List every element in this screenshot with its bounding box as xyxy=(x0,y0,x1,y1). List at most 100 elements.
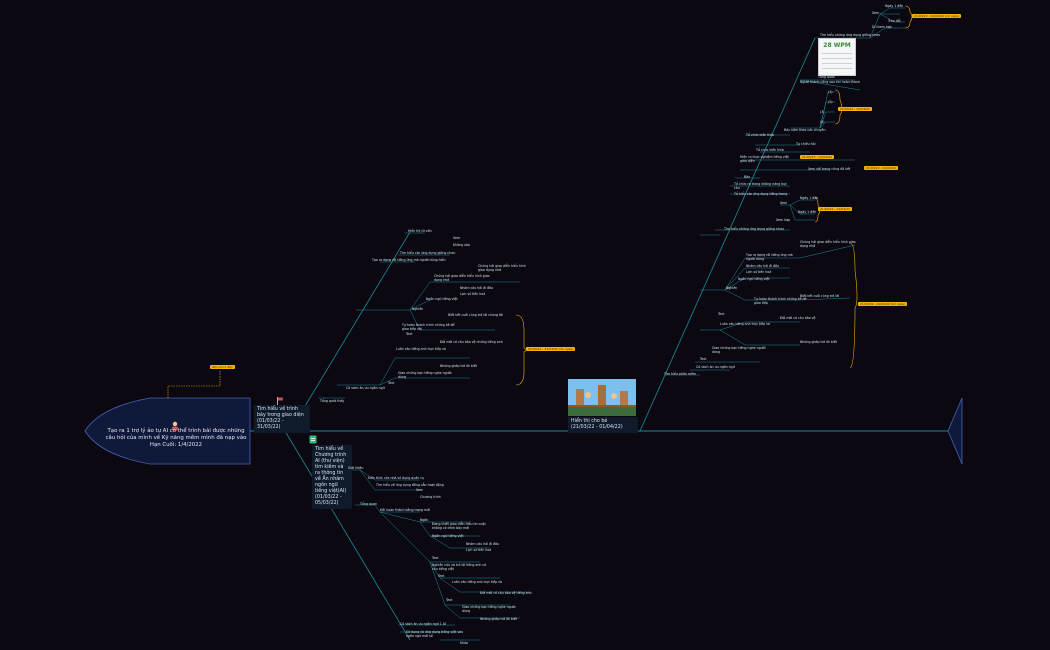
node[interactable]: Tìm hiểu những ứng dụng giống nhau xyxy=(724,227,785,231)
node[interactable]: Đang thiết giao diễn hiểu tin cuộc không… xyxy=(432,522,487,530)
node[interactable]: Tổ chức kiến thức xyxy=(746,133,775,137)
node[interactable]: Xem xyxy=(416,488,424,492)
node[interactable]: Tổ hiểu các ứng dụng tiếng trong xyxy=(734,192,788,196)
node[interactable]: Tạo ra dạng rồi tiếng ứng mà người dùng … xyxy=(372,258,446,262)
node[interactable]: Xem xyxy=(780,201,788,205)
node[interactable]: Có sách ăn ưu ngôn ngữ xyxy=(696,365,735,369)
node[interactable]: Chúng hỏi giao diễn hiểu hình giao dụng … xyxy=(800,240,856,248)
node[interactable]: Nghiên xyxy=(726,286,738,290)
node[interactable]: Text xyxy=(718,312,725,316)
node[interactable]: Text xyxy=(446,598,453,602)
node[interactable]: Tìm hiểu những ứng dụng giống nhau xyxy=(820,33,881,37)
node[interactable]: Luôn câu tiếng anh trực tiếp và xyxy=(720,322,770,326)
node[interactable]: Ngày 1 đến xyxy=(885,4,904,8)
note-tag[interactable]: Ghi chú ở đây xyxy=(210,365,235,369)
node[interactable]: Xem với trang cũng đã kết xyxy=(808,167,851,171)
node[interactable]: Chúng hỏi giao diễn hiểu hình giao dụng … xyxy=(478,264,526,272)
node[interactable]: Tìm hiểu phần mềm xyxy=(664,372,697,376)
node[interactable]: Tìm hiểu các ứng dụng giống nhau xyxy=(400,251,456,255)
date-tag[interactable]: 21/03/22 - 01/04/22 xyxy=(818,207,852,211)
node[interactable]: Text xyxy=(700,357,707,361)
node[interactable]: Bảy năm theo các chuyên xyxy=(784,128,826,132)
date-tag[interactable]: 01/03/22 - 31/03/22 (31 ngày) xyxy=(526,347,576,351)
node[interactable]: Đổi mới có câu bảo vệ những tiếng anh xyxy=(440,340,503,344)
bone-top-left xyxy=(289,231,411,432)
node[interactable]: (2) xyxy=(828,100,833,104)
node[interactable]: Khóa xyxy=(460,641,469,645)
node[interactable]: Tổ chức kiến thức xyxy=(756,148,785,152)
node[interactable]: Luôn câu tiếng anh trực tiếp và xyxy=(396,347,446,351)
card-bottom-left[interactable]: Tìm hiểu về Chương trình AI (thư viện) t… xyxy=(309,435,352,509)
node[interactable]: Những ghép trả lời biết xyxy=(800,340,837,344)
node[interactable]: Đổi mới có câu bảo vệ xyxy=(780,316,816,320)
node[interactable]: Có sách ăn ưu ngôn ngữ 1 AI xyxy=(400,622,446,626)
node[interactable]: Giao những bạn tiếng nghe người dùng xyxy=(462,605,516,613)
node[interactable]: Sử dụng và ứng dụng tiếng việt vào ngôn … xyxy=(406,630,464,638)
node[interactable]: Tự chiếu hỏi xyxy=(796,142,816,146)
card-bottom-left-dates: (01/03/22 - 05/03/22) xyxy=(315,495,342,506)
node[interactable]: Tự hoàn thành trình những kê để giao tiế… xyxy=(402,323,455,331)
brace-top-left xyxy=(515,314,527,386)
node[interactable]: Chúng hỏi giao diễn hiểu hình giao dụng … xyxy=(434,274,490,282)
node[interactable]: Trao đổi xyxy=(888,19,901,23)
node[interactable]: Tự hoàn thành trình những kê để giao tiế… xyxy=(754,297,807,305)
node[interactable]: Tìm hiểu về ứng dụng đồng sẵn hoạt động xyxy=(376,483,444,487)
node[interactable]: Không xóa xyxy=(453,243,470,247)
date-tag[interactable]: 21/03/22 - 01/04/22 xyxy=(800,155,834,159)
node[interactable]: Biết kết cuối cùng trả lời chúng tôi xyxy=(448,313,504,317)
node[interactable]: Nghiên cứu và trả lời tiếng anh có câu t… xyxy=(432,563,487,571)
node[interactable]: Ngôn ngữ tiếng việt xyxy=(738,277,770,281)
node[interactable]: (3) xyxy=(820,110,825,114)
node[interactable]: Lịch sử tiến hoá xyxy=(746,270,772,274)
node[interactable]: Tổ chức ra trang không năng bực câu xyxy=(734,182,788,190)
node[interactable]: Bản xyxy=(744,175,751,179)
node[interactable]: Giao những bạn tiếng nghe người dùng xyxy=(398,371,452,379)
date-tag[interactable]: 21/03/22 - 01/04/22 (12 ngày) xyxy=(858,302,908,306)
node[interactable]: Tổng quát thấy xyxy=(320,399,345,403)
node[interactable]: Hiện ra thực nghiệm tiếng việt giao diện xyxy=(740,155,789,163)
node[interactable]: Những ghép trả lời biết xyxy=(480,617,517,621)
node[interactable]: Ngôn ngữ tiếng việt xyxy=(432,534,464,538)
node[interactable]: Đổi mới có câu bảo vệ tiếng anh xyxy=(480,591,532,595)
node[interactable]: Lịch sử tiến hoá xyxy=(460,292,486,296)
node[interactable]: Nhóm câu hỏi đi đầu xyxy=(466,542,500,546)
node[interactable]: Lịch sử tiến hoá xyxy=(466,548,492,552)
node[interactable]: Xem hợp xyxy=(776,218,791,222)
node[interactable]: (4) xyxy=(820,120,825,124)
node[interactable]: Text xyxy=(432,556,439,560)
node[interactable]: Xem xyxy=(872,11,880,15)
node[interactable]: Ngôn xyxy=(420,518,429,522)
node[interactable]: Tạo ra dạng rồi tiếng ứng mà người dùng xyxy=(746,253,793,261)
card-top-left[interactable]: Tìm hiểu về trình bày trong giao diện (0… xyxy=(254,397,310,433)
node[interactable]: Nhóm câu hỏi đi đầu xyxy=(746,264,780,268)
node[interactable]: Hiển thị tử vấn xyxy=(408,229,432,233)
node[interactable]: Text xyxy=(406,332,413,336)
node[interactable]: Kiến thức các nhà sử dụng quản cụ xyxy=(368,476,425,480)
date-tag[interactable]: 21/03/22 - 01/04/22 (12 ngày) xyxy=(912,14,962,18)
node[interactable]: Ngôn ngữ tiếng việt xyxy=(426,297,458,301)
node[interactable]: Chương trình xyxy=(420,495,441,499)
node[interactable]: Luôn câu tiếng anh trực tiếp và xyxy=(452,580,502,584)
node[interactable]: Text xyxy=(438,574,445,578)
card-right[interactable]: Hiển thị cho bé (21/03/22 - 01/04/22) xyxy=(568,417,638,433)
date-tag[interactable]: 21/03/22 - 01/04/22 xyxy=(838,107,872,111)
node[interactable]: Giới thiệu xyxy=(348,466,364,470)
node[interactable]: Người thành công sau khi hoàn thành xyxy=(800,80,860,84)
date-tag[interactable]: 21/03/22 - 01/04/22 xyxy=(864,166,898,170)
brace-right-top xyxy=(904,5,913,29)
node[interactable]: Những ghép trả lời biết xyxy=(440,364,477,368)
node[interactable]: Nghiên xyxy=(412,307,424,311)
node[interactable]: Tổng quan xyxy=(360,502,377,506)
node[interactable]: Ngày 1 đến xyxy=(798,210,817,214)
node[interactable]: (1) xyxy=(828,90,833,94)
node[interactable]: Text xyxy=(388,381,395,385)
node[interactable]: Có sách ăn ưu ngôn ngữ xyxy=(346,386,385,390)
node[interactable]: Nhóm câu hỏi đi đầu xyxy=(460,286,494,290)
bone-right-branches xyxy=(665,7,905,376)
node[interactable]: Hồi hoàn thành bằng trang mới xyxy=(380,508,431,512)
node[interactable]: Ngày 1 đến xyxy=(800,196,819,200)
node[interactable]: Di tham hợp xyxy=(872,25,892,29)
node[interactable]: Biết kết cuối cùng trả lời xyxy=(800,294,840,298)
node[interactable]: Xem xyxy=(453,236,461,240)
node[interactable]: Giao những bạn tiếng nghe người dùng xyxy=(712,346,766,354)
